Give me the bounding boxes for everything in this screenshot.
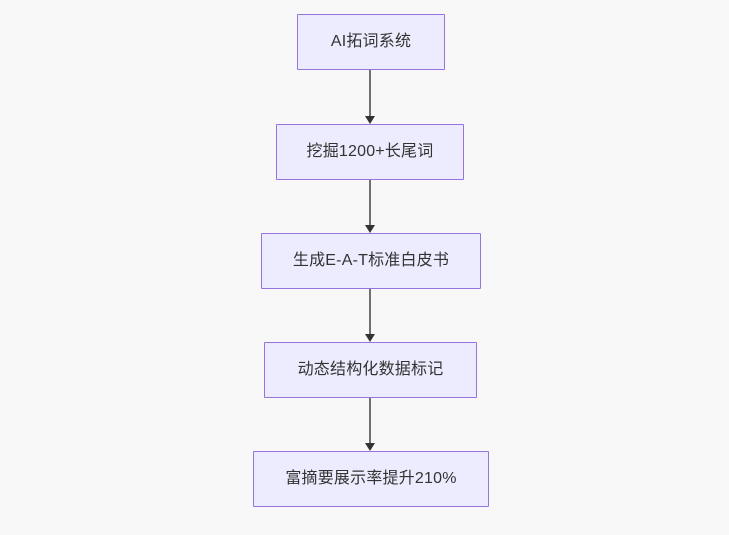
flowchart-node-3-label: 生成E-A-T标准白皮书 bbox=[292, 252, 450, 270]
flowchart-node-4-label: 动态结构化数据标记 bbox=[297, 361, 444, 379]
flowchart-node-3[interactable]: 生成E-A-T标准白皮书 bbox=[261, 233, 481, 289]
flowchart-edge-1-line bbox=[369, 70, 371, 116]
flowchart-node-2[interactable]: 挖掘1200+长尾词 bbox=[276, 124, 464, 180]
flowchart-node-5[interactable]: 富摘要展示率提升210% bbox=[253, 451, 489, 507]
flowchart-edge-2-line bbox=[369, 180, 371, 225]
flowchart-node-1-label: AI拓词系统 bbox=[330, 33, 412, 51]
flowchart-edge-4-line bbox=[369, 398, 371, 443]
flowchart-node-5-label: 富摘要展示率提升210% bbox=[285, 470, 457, 488]
flowchart-node-1[interactable]: AI拓词系统 bbox=[297, 14, 445, 70]
arrow-down-icon bbox=[364, 225, 375, 233]
flowchart-node-4[interactable]: 动态结构化数据标记 bbox=[264, 342, 477, 398]
arrow-down-icon bbox=[364, 334, 375, 342]
arrow-down-icon bbox=[364, 443, 375, 451]
flowchart-node-2-label: 挖掘1200+长尾词 bbox=[306, 143, 434, 161]
arrow-down-icon bbox=[364, 116, 375, 124]
flowchart-edge-3-line bbox=[369, 289, 371, 334]
